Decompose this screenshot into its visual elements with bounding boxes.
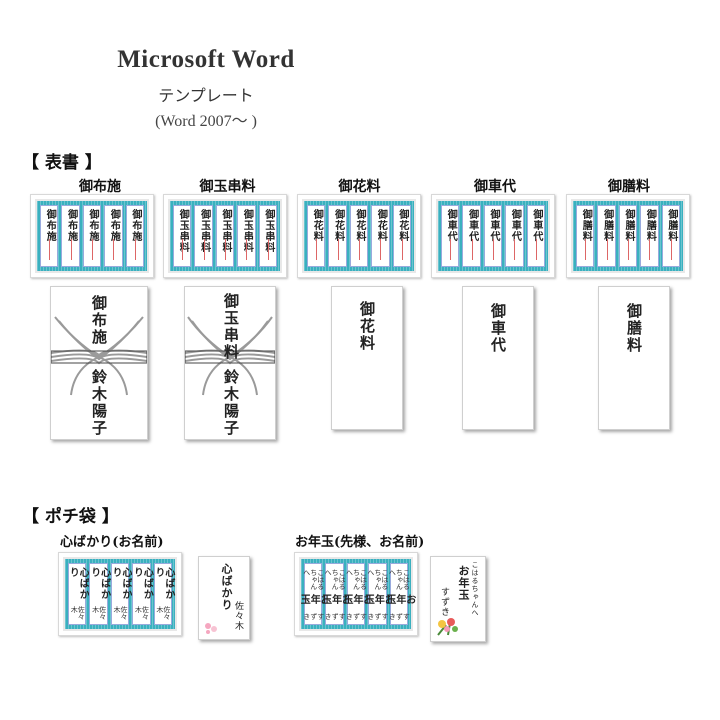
strip: 御膳料 — [661, 205, 681, 267]
strip: 心ばかり佐々木 — [131, 563, 152, 625]
pochi-envelope-otoshidama[interactable]: こはるちゃんへ お年玉 すずき — [430, 556, 486, 642]
section-pochi-label: 【 ポチ袋 】 — [22, 507, 119, 527]
envelope-main-text: 心ばかり — [220, 563, 233, 611]
strip: 御玉串料 — [173, 205, 192, 267]
strip: 御車代 — [441, 205, 460, 267]
template-sheet-okurumadai[interactable]: 御車代 御車代 御車代 御車代 御車代 — [431, 194, 555, 278]
strip: 御膳料 — [640, 205, 659, 267]
template-sheet-otoshidama[interactable]: こはるちゃんへお年玉すずき こはるちゃんへお年玉すずき こはるちゃんへお年玉すず… — [294, 552, 418, 636]
envelope-title: 御膳料 — [625, 303, 643, 354]
strip: こはるちゃんへお年玉すずき — [298, 563, 329, 625]
strip: 御車代 — [505, 205, 524, 267]
mizuhiki-knot-icon — [51, 316, 147, 396]
envelope-recipient: こはるちゃんへ — [471, 561, 479, 617]
envelope-title: 御布施 — [90, 295, 108, 346]
template-sheet-ozenryo[interactable]: 御膳料 御膳料 御膳料 御膳料 御膳料 — [566, 194, 690, 278]
template-sheet-kokorobakari[interactable]: 心ばかり佐々木 心ばかり佐々木 心ばかり佐々木 心ばかり佐々木 心ばかり佐々木 — [58, 552, 182, 636]
envelope-ofuse[interactable]: 御布施 鈴木陽子 — [50, 286, 148, 440]
strip: 心ばかり佐々木 — [67, 563, 88, 625]
template-sheet-ofuse[interactable]: 御布施 御布施 御布施 御布施 御布施 — [30, 194, 154, 278]
label-otamagushiryo: 御玉串料 — [199, 179, 256, 195]
envelope-ohanaryo[interactable]: 御花料 — [331, 286, 403, 430]
envelope-title: 御車代 — [489, 303, 507, 354]
strip: こはるちゃんへお年玉すずき — [362, 563, 393, 625]
mizuhiki-knot-icon — [185, 316, 275, 396]
envelope-title: 御花料 — [358, 301, 376, 352]
strip: こはるちゃんへお年玉すずき — [320, 563, 351, 625]
strip: 御布施 — [40, 205, 59, 267]
strip: 御車代 — [483, 205, 503, 267]
envelope-okurumadai[interactable]: 御車代 — [462, 286, 534, 430]
label-ozenryo: 御膳料 — [608, 179, 650, 195]
envelope-sender: 佐々木 — [233, 601, 243, 631]
template-sheet-otamagushiryo[interactable]: 御玉串料 御玉串料 御玉串料 御玉串料 御玉串料 — [163, 194, 287, 278]
flower-icon — [205, 623, 217, 634]
page-title: Microsoft Word — [117, 46, 295, 73]
strip: 心ばかり佐々木 — [89, 563, 110, 625]
strip: 心ばかり佐々木 — [110, 563, 131, 625]
label-otoshidama: お年玉(先様、お名前) — [295, 535, 425, 550]
envelope-title: 御玉串料 — [222, 293, 240, 361]
envelope-otamagushiryo[interactable]: 御玉串料 鈴木陽子 — [184, 286, 276, 440]
strip: 御玉串料 — [194, 205, 213, 267]
label-ofuse: 御布施 — [79, 179, 121, 195]
strip: こはるちゃんへお年玉すずき — [341, 563, 372, 625]
strip: 御布施 — [61, 205, 80, 267]
strip: 御車代 — [462, 205, 481, 267]
envelope-ozenryo[interactable]: 御膳料 — [598, 286, 670, 430]
strip: 御花料 — [328, 205, 347, 267]
page-subtitle: テンプレート — [158, 86, 254, 105]
strip: 御玉串料 — [237, 205, 256, 267]
pochi-envelope-kokorobakari[interactable]: 心ばかり 佐々木 — [198, 556, 250, 640]
label-kokorobakari: 心ばかり(お名前) — [60, 535, 164, 550]
strip: 御玉串料 — [258, 205, 278, 267]
strip: 御膳料 — [597, 205, 616, 267]
label-ohanaryo: 御花料 — [338, 179, 381, 195]
envelope-sender: すずき — [439, 587, 449, 617]
strip: 御玉串料 — [215, 205, 235, 267]
strip: 御花料 — [371, 205, 390, 267]
strip: 御花料 — [392, 205, 412, 267]
strip: 御膳料 — [576, 205, 595, 267]
strip: 御布施 — [82, 205, 102, 267]
strip: 御布施 — [125, 205, 145, 267]
flower-icon — [437, 618, 458, 636]
envelope-main-text: お年玉 — [457, 565, 470, 601]
template-sheet-ohanaryo[interactable]: 御花料 御花料 御花料 御花料 御花料 — [297, 194, 421, 278]
section-omotegaki-label: 【 表書 】 — [22, 153, 102, 173]
strip: 御花料 — [349, 205, 369, 267]
envelope-name: 鈴木陽子 — [90, 369, 108, 437]
label-okurumadai: 御車代 — [474, 179, 516, 195]
strip: 心ばかり佐々木 — [153, 563, 174, 625]
strip: 御布施 — [104, 205, 123, 267]
version-note: (Word 2007〜 ) — [155, 113, 257, 130]
strip: 御膳料 — [618, 205, 638, 267]
strip: 御花料 — [307, 205, 326, 267]
envelope-name: 鈴木陽子 — [222, 369, 240, 437]
strip: こはるちゃんへお年玉すずき — [384, 563, 415, 625]
strip: 御車代 — [526, 205, 546, 267]
